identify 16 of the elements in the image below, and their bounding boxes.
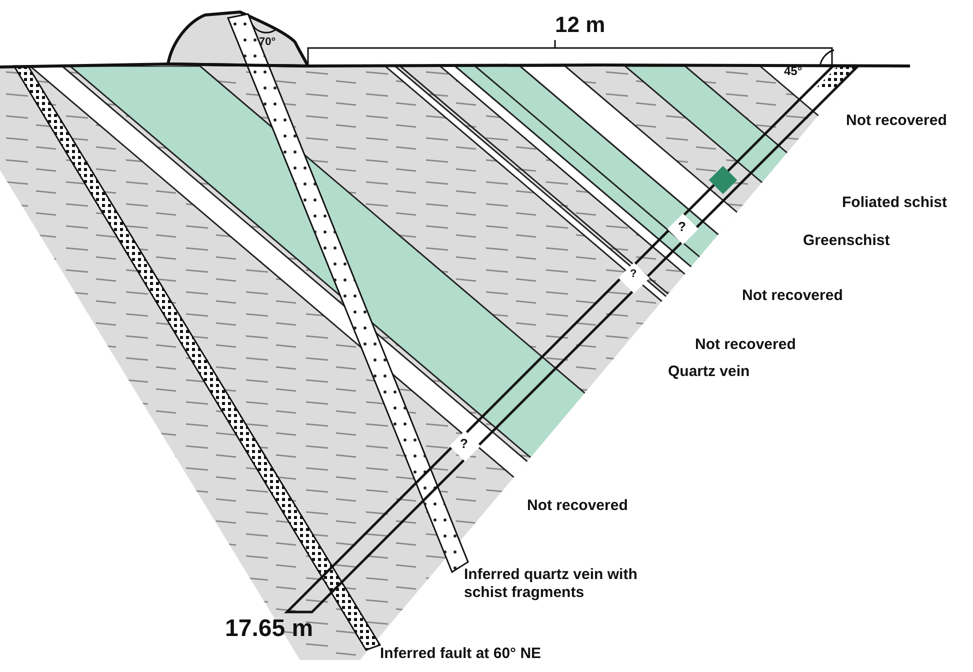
unit-label: Inferred fault at 60° NE: [380, 645, 542, 663]
unit-label: Greenschist: [803, 232, 890, 250]
distance-label: 12 m: [555, 12, 606, 38]
unit-label: Inferred quartz vein with schist fragments: [464, 566, 638, 602]
angle-label: 45°: [784, 64, 802, 78]
question-mark: ?: [460, 436, 468, 452]
unit-label: Not recovered: [846, 112, 947, 130]
unit-label: Not recovered: [742, 287, 843, 305]
question-mark: ?: [678, 219, 686, 235]
depth-label: 17.65 m: [225, 614, 314, 643]
question-mark: ?: [630, 268, 637, 281]
angle-label: 70°: [259, 36, 276, 49]
unit-label: Not recovered: [527, 497, 628, 515]
unit-label: Not recovered: [695, 336, 796, 354]
unit-label: Foliated schist: [842, 194, 948, 212]
unit-label: Quartz vein: [668, 363, 750, 381]
